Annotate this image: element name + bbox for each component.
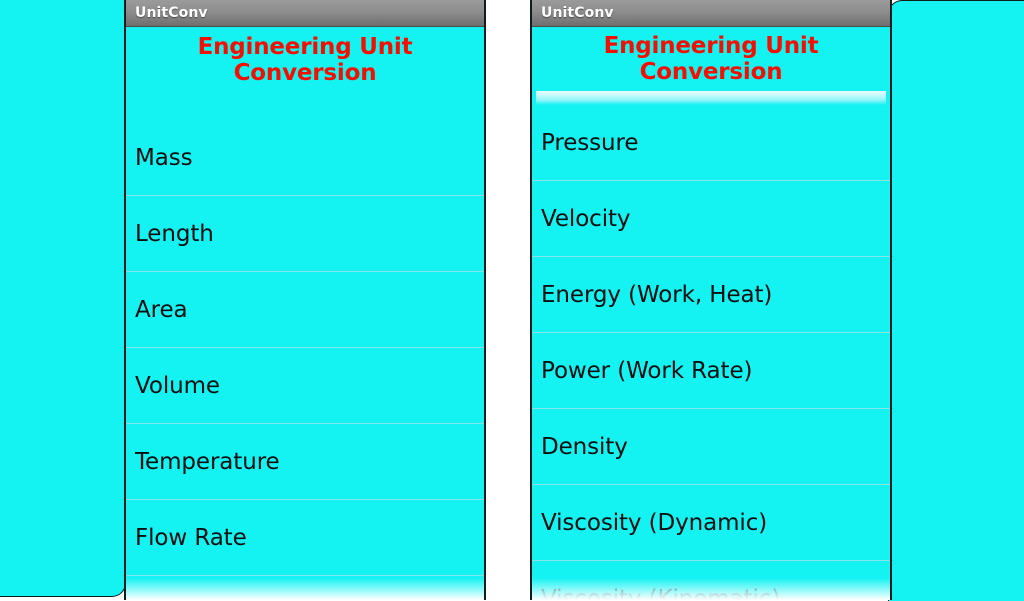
list-item[interactable]: Viscosity (Kinematic) — [532, 561, 890, 601]
list-item-label: Length — [135, 220, 214, 247]
list-item[interactable]: Energy (Work, Heat) — [532, 257, 890, 333]
list-item[interactable]: Flow Rate — [126, 500, 484, 576]
list-item[interactable]: Area — [126, 272, 484, 348]
list-item-label: Temperature — [135, 448, 280, 475]
list-item-label: Pressure — [541, 129, 639, 156]
page-title-left: Engineering Unit Conversion — [197, 34, 413, 86]
list-item[interactable]: Force — [126, 576, 484, 600]
list-item-label: Density — [541, 433, 628, 460]
list-item[interactable]: Velocity — [532, 181, 890, 257]
list-item-label: Power (Work Rate) — [541, 357, 753, 384]
list-item[interactable]: Length — [126, 196, 484, 272]
app-panel-right: UnitConv Engineering Unit Conversion Pre… — [530, 0, 892, 600]
list-item-label: Area — [135, 296, 188, 323]
list-item-label: Mass — [135, 144, 193, 171]
list-item[interactable]: Pressure — [532, 105, 890, 181]
list-item[interactable]: Temperature — [126, 424, 484, 500]
window-title-right: UnitConv — [541, 5, 614, 21]
list-item-label: Flow Rate — [135, 524, 247, 551]
list-item-label: Volume — [135, 372, 220, 399]
window-title-left: UnitConv — [135, 5, 208, 21]
list-item-label: Viscosity (Kinematic) — [541, 585, 781, 601]
list-item-label: Energy (Work, Heat) — [541, 281, 773, 308]
page-title-right: Engineering Unit Conversion — [603, 33, 819, 85]
list-item-label: Viscosity (Dynamic) — [541, 509, 768, 536]
list-item[interactable]: Mass — [126, 120, 484, 196]
backdrop-slab-left — [0, 0, 126, 597]
list-item[interactable]: Power (Work Rate) — [532, 333, 890, 409]
list-item[interactable]: Density — [532, 409, 890, 485]
titlebar-left: UnitConv — [126, 0, 484, 27]
app-panel-left: UnitConv Engineering Unit Conversion Mas… — [124, 0, 486, 600]
scroll-edge-band-right — [536, 91, 886, 105]
list-item-label: Velocity — [541, 205, 631, 232]
titlebar-right: UnitConv — [532, 0, 890, 27]
unit-category-list-right: Pressure Velocity Energy (Work, Heat) Po… — [532, 105, 890, 600]
list-item[interactable]: Volume — [126, 348, 484, 424]
backdrop-slab-right — [888, 0, 1024, 601]
unit-category-list-left: Mass Length Area Volume Temperature Flow… — [126, 106, 484, 600]
list-item[interactable]: Viscosity (Dynamic) — [532, 485, 890, 561]
